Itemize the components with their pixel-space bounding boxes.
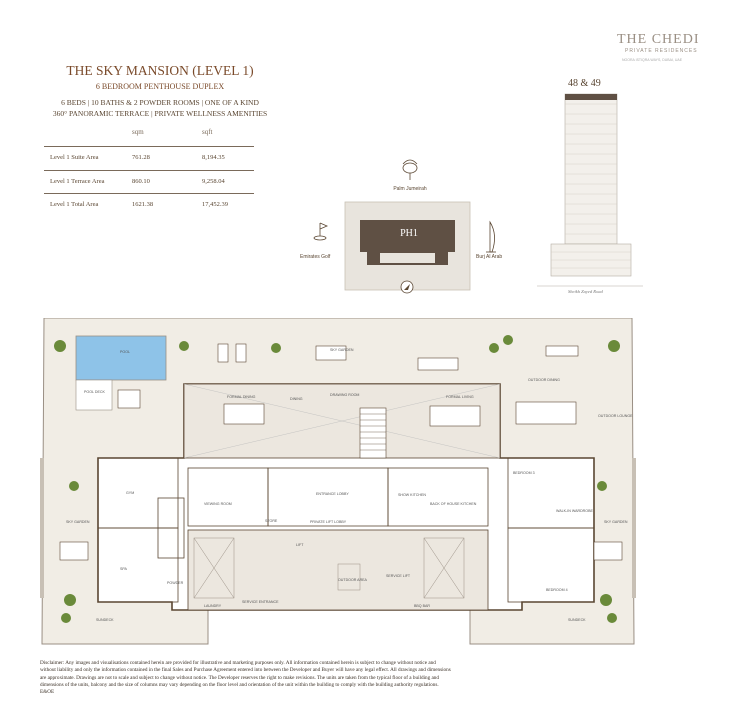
table-divider	[44, 146, 254, 147]
label-pool: POOL	[120, 350, 130, 354]
label-gym: GYM	[126, 491, 135, 495]
table-row: Level 1 Total Area 1621.38 17,452.39	[44, 195, 254, 215]
label-sky-garden-top: SKY GARDEN	[330, 348, 354, 352]
label-private-lift-lobby: PRIVATE LIFT LOBBY	[310, 520, 347, 524]
table-divider	[44, 193, 254, 194]
plant-icons	[54, 335, 620, 623]
label-outdoor-dining: OUTDOOR DINING	[528, 378, 560, 382]
label-formal-dining: FORMAL DINING	[227, 395, 256, 399]
brand-subtitle: PRIVATE RESIDENCES	[625, 48, 698, 54]
pool	[75, 335, 167, 381]
label-lift: LIFT	[296, 543, 304, 547]
label-bbq-bar: BBQ BAR	[414, 604, 430, 608]
column-header-sqm: sqm	[132, 128, 144, 136]
label-show-kitchen: SHOW KITCHEN	[398, 493, 426, 497]
landmark-golf: Emirates Golf	[300, 254, 331, 260]
label-store: STORE	[265, 519, 278, 523]
row-label: Level 1 Terrace Area	[50, 178, 105, 185]
label-outdoor-lounge: OUTDOOR LOUNGE	[598, 414, 633, 418]
row-label: Level 1 Suite Area	[50, 154, 99, 161]
label-pool-deck: POOL DECK	[84, 390, 105, 394]
label-service-entrance: SERVICE ENTRANCE	[242, 600, 279, 604]
table-row: Level 1 Terrace Area 860.10 9,258.04	[44, 172, 254, 192]
disclaimer: Disclaimer: Any images and visualisation…	[40, 660, 451, 696]
features-line-1: 6 BEDS | 10 BATHS & 2 POWDER ROOMS | ONE…	[61, 98, 259, 107]
label-service-lift: SERVICE LIFT	[386, 574, 411, 578]
row-sqm: 1621.38	[132, 201, 154, 208]
road-label: Sheikh Zayed Road	[568, 289, 603, 294]
label-spa: SPA	[120, 567, 127, 571]
landmark-burj: Burj Al Arab	[476, 254, 503, 260]
label-drawing-room: DRAWING ROOM	[330, 393, 360, 397]
label-powder: POWDER	[167, 581, 184, 585]
label-sundeck-right: SUNDECK	[568, 618, 586, 622]
unit-label: PH1	[400, 228, 418, 239]
label-entrance-lobby: ENTRANCE LOBBY	[316, 492, 349, 496]
page-subtitle: 6 BEDROOM PENTHOUSE DUPLEX	[95, 82, 225, 91]
table-row: Level 1 Suite Area 761.28 8,194.35	[44, 148, 254, 168]
label-outdoor-area: OUTDOOR AREA	[338, 578, 367, 582]
row-sqft: 8,194.35	[202, 154, 225, 161]
building-elevation	[537, 93, 643, 287]
label-dining: DINING	[290, 397, 303, 401]
row-sqm: 761.28	[132, 154, 150, 161]
palm-icon	[402, 159, 418, 180]
golf-icon	[313, 222, 329, 241]
label-formal-living: FORMAL LIVING	[446, 395, 474, 399]
label-sky-garden-right: SKY GARDEN	[604, 520, 628, 524]
features-line-2: 360° PANORAMIC TERRACE | PRIVATE WELLNES…	[52, 109, 268, 118]
floor-plan	[40, 318, 636, 645]
floor-numbers: 48 & 49	[568, 78, 601, 89]
row-sqft: 9,258.04	[202, 178, 225, 185]
label-sky-garden-left: SKY GARDEN	[66, 520, 90, 524]
label-sundeck-left: SUNDECK	[96, 618, 114, 622]
row-sqm: 860.10	[132, 178, 150, 185]
label-viewing-room: VIEWING ROOM	[204, 502, 232, 506]
label-walk-in-wardrobe: WALK-IN WARDROBE	[556, 509, 593, 513]
row-sqft: 17,452.39	[202, 201, 228, 208]
sail-icon	[486, 220, 496, 253]
brand-address: NOORA ISTIQRA WAYS, DUBAI, UAE	[622, 58, 683, 62]
table-divider	[44, 170, 254, 171]
column-header-sqft: sqft	[202, 128, 213, 136]
label-bedroom-3: BEDROOM 3	[513, 471, 535, 475]
row-label: Level 1 Total Area	[50, 201, 99, 208]
landmark-palm: Palm Jumeirah	[393, 186, 427, 192]
label-laundry: LAUNDRY	[204, 604, 222, 608]
key-plan	[313, 159, 496, 294]
label-back-of-house-kitchen: BACK OF HOUSE KITCHEN	[430, 502, 477, 506]
label-bedroom-4: BEDROOM 4	[546, 588, 568, 592]
penthouse-highlight	[565, 94, 617, 100]
page-title: THE SKY MANSION (LEVEL 1)	[66, 63, 254, 78]
brand-logo: THE CHEDI	[617, 32, 700, 47]
